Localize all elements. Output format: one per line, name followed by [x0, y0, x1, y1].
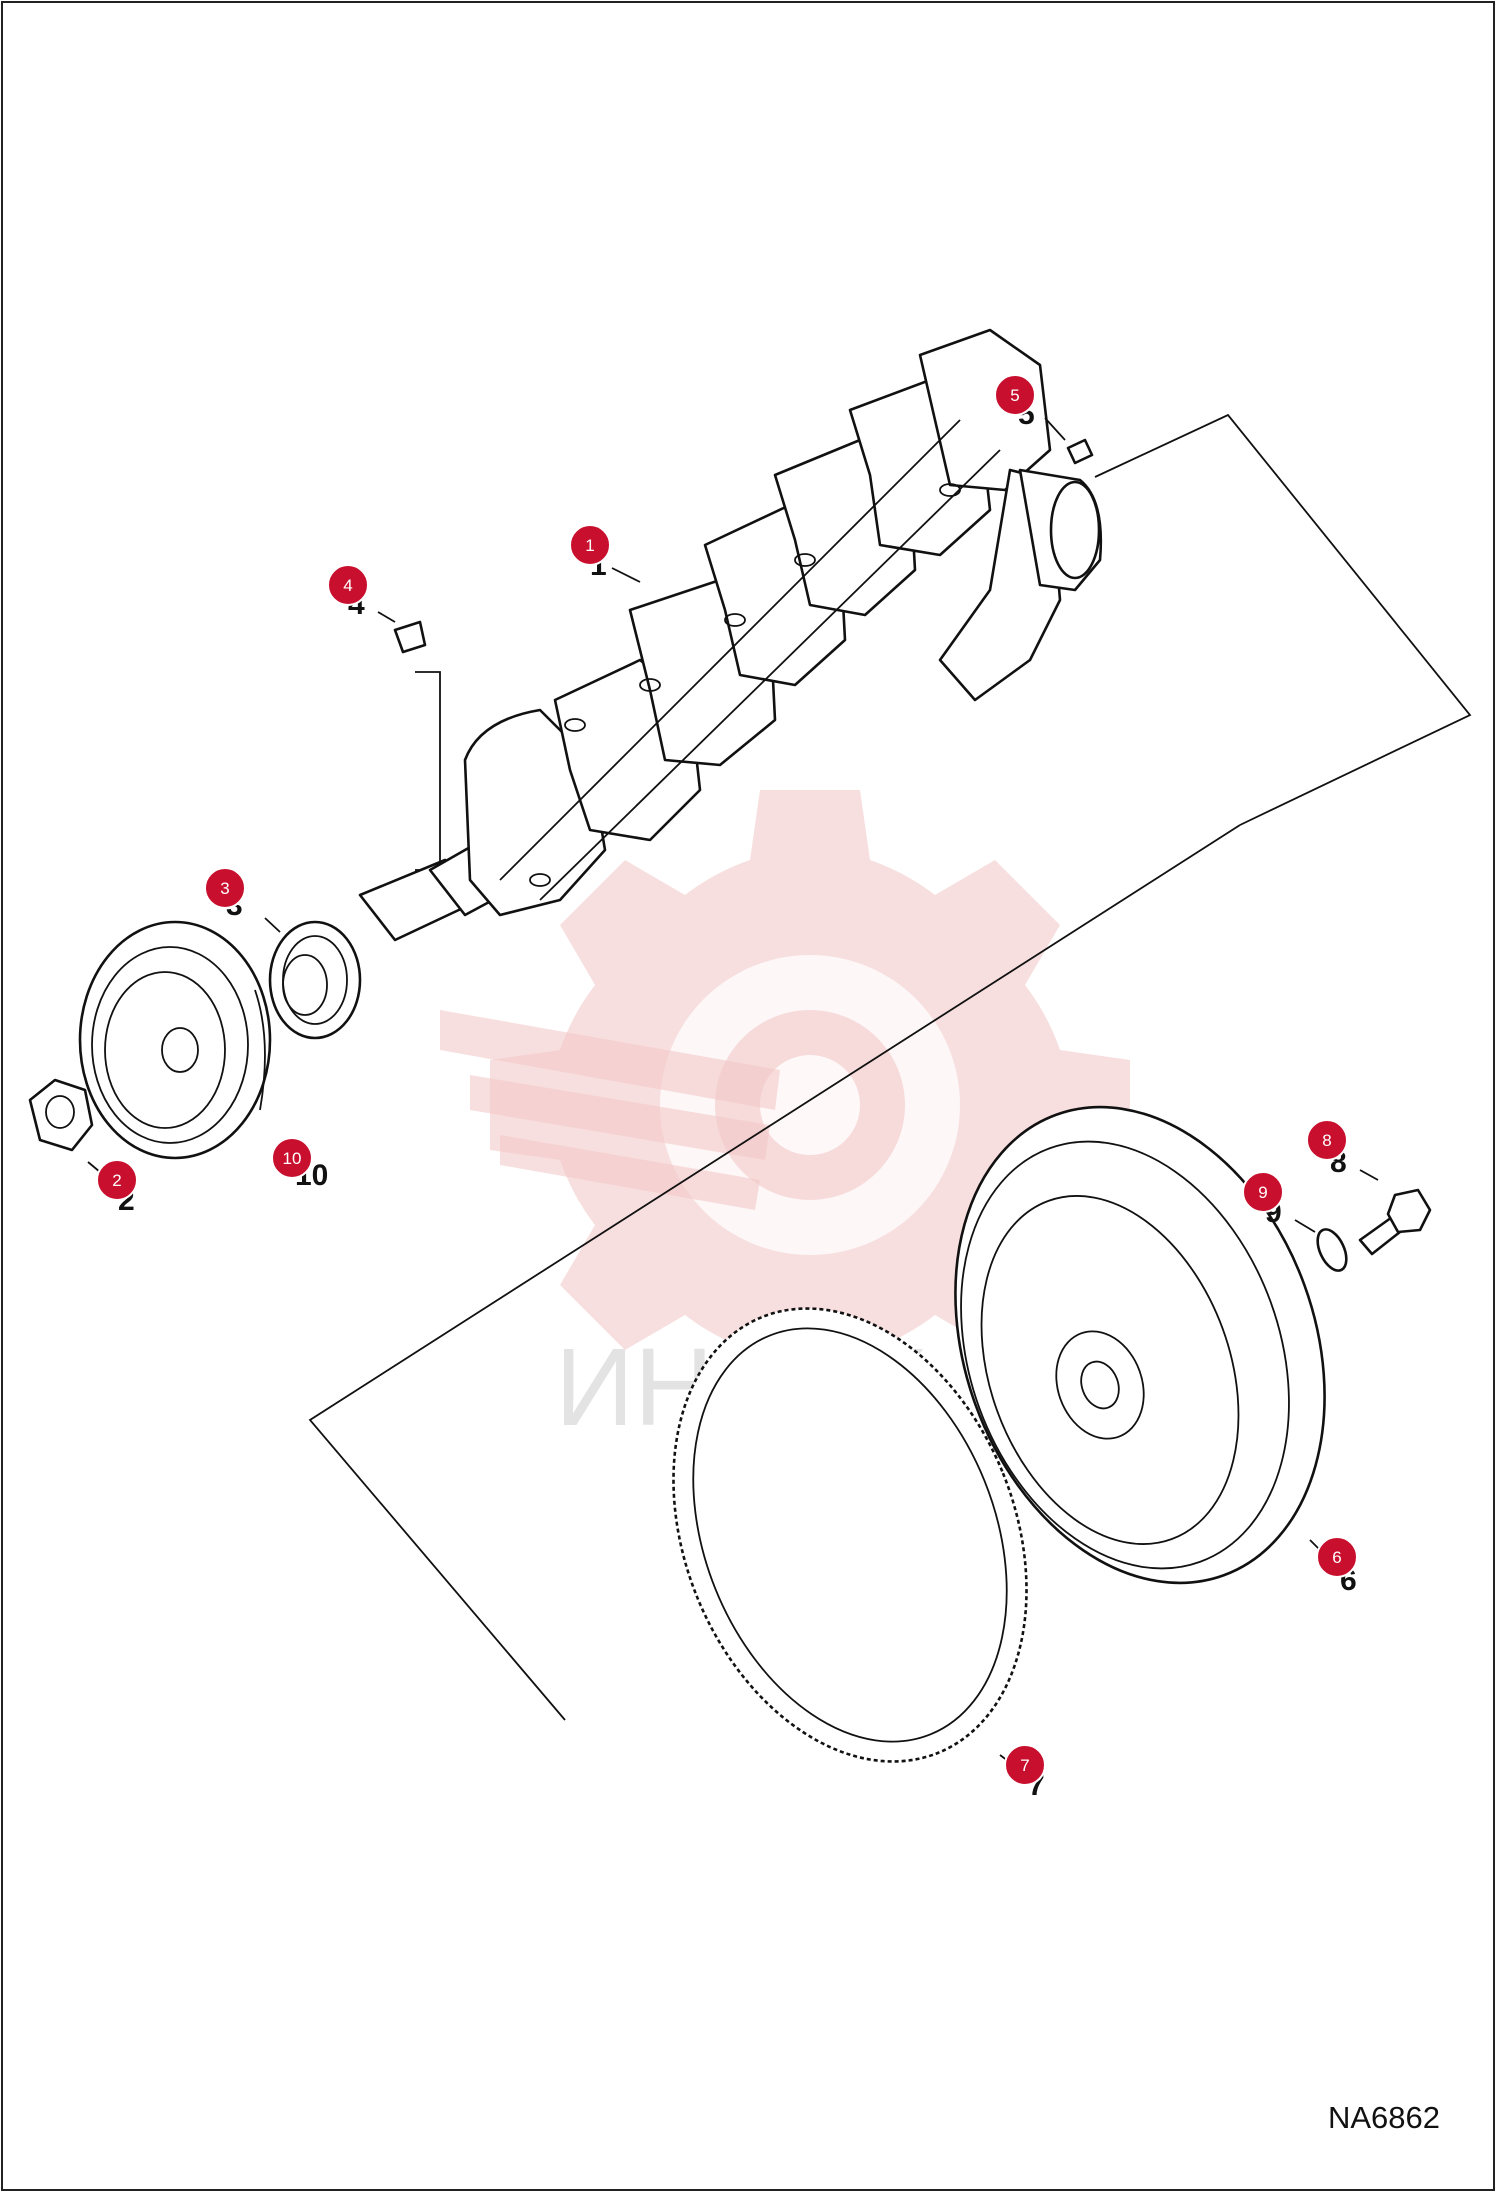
key-icon — [393, 620, 427, 654]
svg-text:4: 4 — [343, 576, 352, 595]
bolt-icon — [1358, 1188, 1432, 1256]
flywheel-icon — [954, 1105, 1326, 1585]
svg-text:8: 8 — [1322, 1131, 1331, 1150]
crankshaft-icon — [358, 328, 1103, 942]
callout-marker-10[interactable]: 10 — [271, 1137, 313, 1179]
callout-marker-8[interactable]: 8 — [1306, 1119, 1348, 1161]
svg-text:9: 9 — [1258, 1183, 1267, 1202]
pin-icon — [1066, 438, 1094, 465]
callout-marker-6[interactable]: 6 — [1316, 1536, 1358, 1578]
svg-text:1: 1 — [585, 536, 594, 555]
assembly-line-right — [1094, 413, 1472, 826]
svg-text:6: 6 — [1332, 1548, 1341, 1567]
hex-nut-icon — [28, 1078, 94, 1152]
leader-4 — [377, 611, 396, 623]
leader-9 — [1294, 1219, 1316, 1233]
watermark-wrench-icon — [440, 1010, 780, 1210]
leader-1 — [611, 567, 641, 583]
svg-text:2: 2 — [112, 1171, 121, 1190]
callout-marker-4[interactable]: 4 — [327, 564, 369, 606]
callout-marker-2[interactable]: 2 — [96, 1159, 138, 1201]
leader-8 — [1359, 1169, 1379, 1181]
ring-gear-icon — [672, 1307, 1028, 1763]
key-guide-box — [415, 671, 441, 871]
assembly-line-left — [308, 824, 1241, 1721]
callout-marker-1[interactable]: 1 — [569, 524, 611, 566]
leader-5 — [1044, 417, 1066, 441]
callout-marker-7[interactable]: 7 — [1004, 1744, 1046, 1786]
leader-2 — [87, 1161, 101, 1173]
svg-text:3: 3 — [220, 879, 229, 898]
callout-marker-9[interactable]: 9 — [1242, 1171, 1284, 1213]
svg-text:5: 5 — [1010, 386, 1019, 405]
leader-3 — [264, 917, 281, 933]
svg-text:10: 10 — [283, 1149, 302, 1168]
callout-marker-5[interactable]: 5 — [994, 374, 1036, 416]
pulley-icon — [78, 920, 272, 1160]
washer-icon — [1316, 1228, 1348, 1272]
svg-text:7: 7 — [1020, 1756, 1029, 1775]
gear-icon — [268, 920, 362, 1040]
drawing-code: NA6862 — [1327, 2100, 1440, 2135]
callout-marker-3[interactable]: 3 — [204, 867, 246, 909]
